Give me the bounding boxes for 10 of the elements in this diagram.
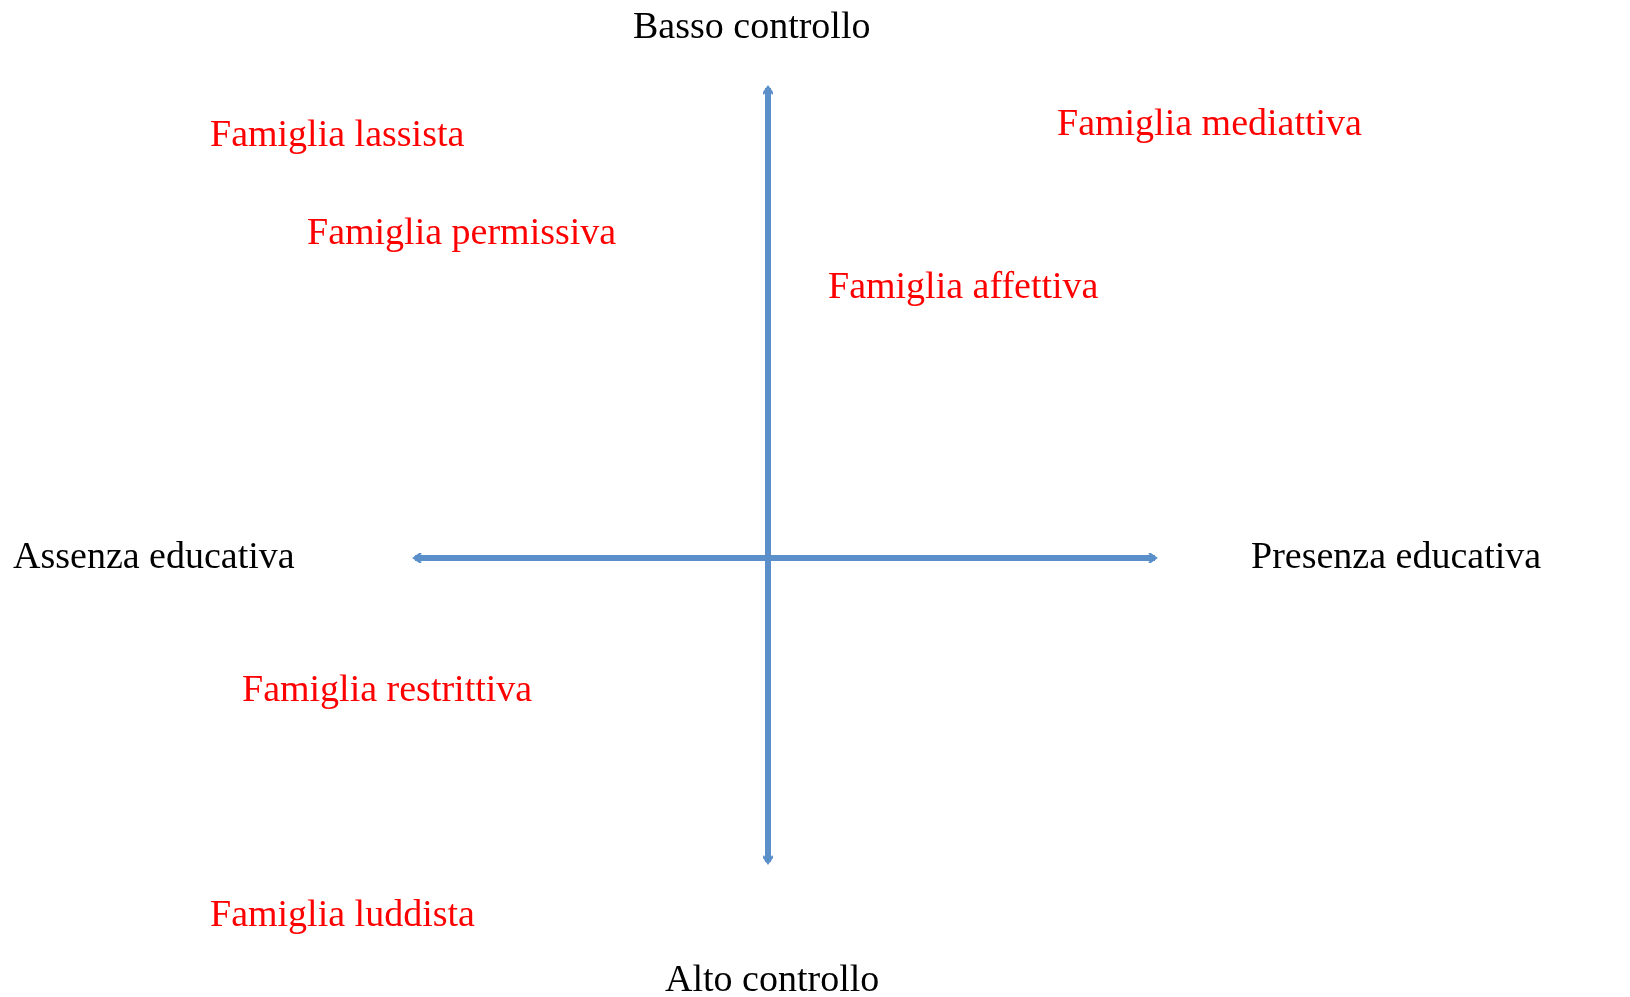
quadrant-label: Famiglia restrittiva	[242, 666, 533, 710]
quadrant-label: Famiglia affettiva	[828, 263, 1099, 307]
axis-label: Assenza educativa	[13, 533, 295, 577]
quadrant-label: Famiglia luddista	[210, 891, 475, 935]
axis-label: Presenza educativa	[1251, 533, 1542, 577]
axis-label: Basso controllo	[633, 3, 871, 47]
quadrant-label: Famiglia lassista	[210, 111, 465, 155]
quadrant-label: Famiglia mediattiva	[1057, 100, 1362, 144]
quadrant-label: Famiglia permissiva	[307, 209, 617, 253]
axis-label: Alto controllo	[665, 956, 880, 997]
